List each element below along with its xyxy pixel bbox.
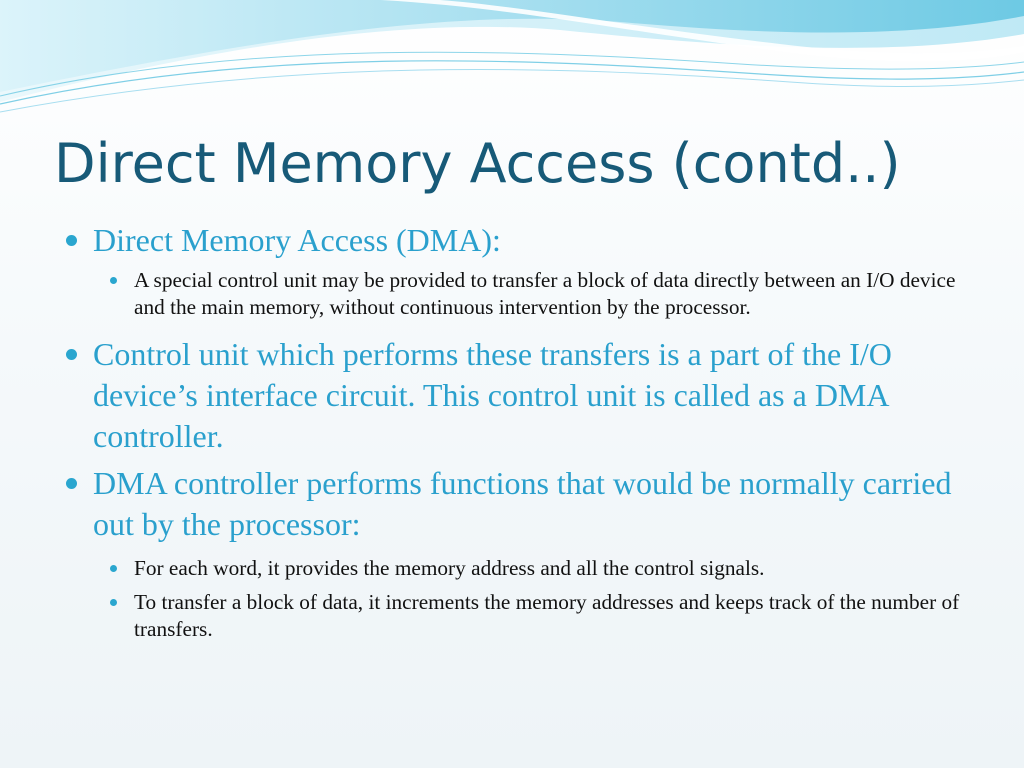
bullet-item: DMA controller performs functions that w…: [60, 463, 970, 545]
bullet-text: Direct Memory Access (DMA):: [93, 222, 501, 258]
sub-bullet-dot-icon: [110, 599, 117, 606]
sub-bullet-dot-icon: [110, 565, 117, 572]
sub-bullet-list: For each word, it provides the memory ad…: [60, 555, 970, 643]
sub-bullet-text: To transfer a block of data, it incremen…: [134, 590, 960, 641]
bullet-dot-icon: [66, 349, 77, 360]
sub-bullet-dot-icon: [110, 277, 117, 284]
sub-bullet-text: For each word, it provides the memory ad…: [134, 556, 765, 580]
slide-title: Direct Memory Access (contd..): [54, 132, 901, 195]
bullet-text: Control unit which performs these transf…: [93, 336, 892, 454]
bullet-text: DMA controller performs functions that w…: [93, 465, 952, 542]
sub-bullet-item: For each word, it provides the memory ad…: [60, 555, 970, 582]
sub-bullet-list: A special control unit may be provided t…: [60, 267, 970, 321]
bullet-item: Direct Memory Access (DMA):: [60, 220, 970, 261]
sub-bullet-item: To transfer a block of data, it incremen…: [60, 589, 970, 643]
sub-bullet-text: A special control unit may be provided t…: [134, 268, 956, 319]
bullet-list: Direct Memory Access (DMA): A special co…: [60, 220, 970, 643]
bullet-dot-icon: [66, 235, 77, 246]
bullet-item: Control unit which performs these transf…: [60, 334, 970, 457]
bullet-dot-icon: [66, 478, 77, 489]
wave-header-decoration: [0, 0, 1024, 113]
sub-bullet-item: A special control unit may be provided t…: [60, 267, 970, 321]
